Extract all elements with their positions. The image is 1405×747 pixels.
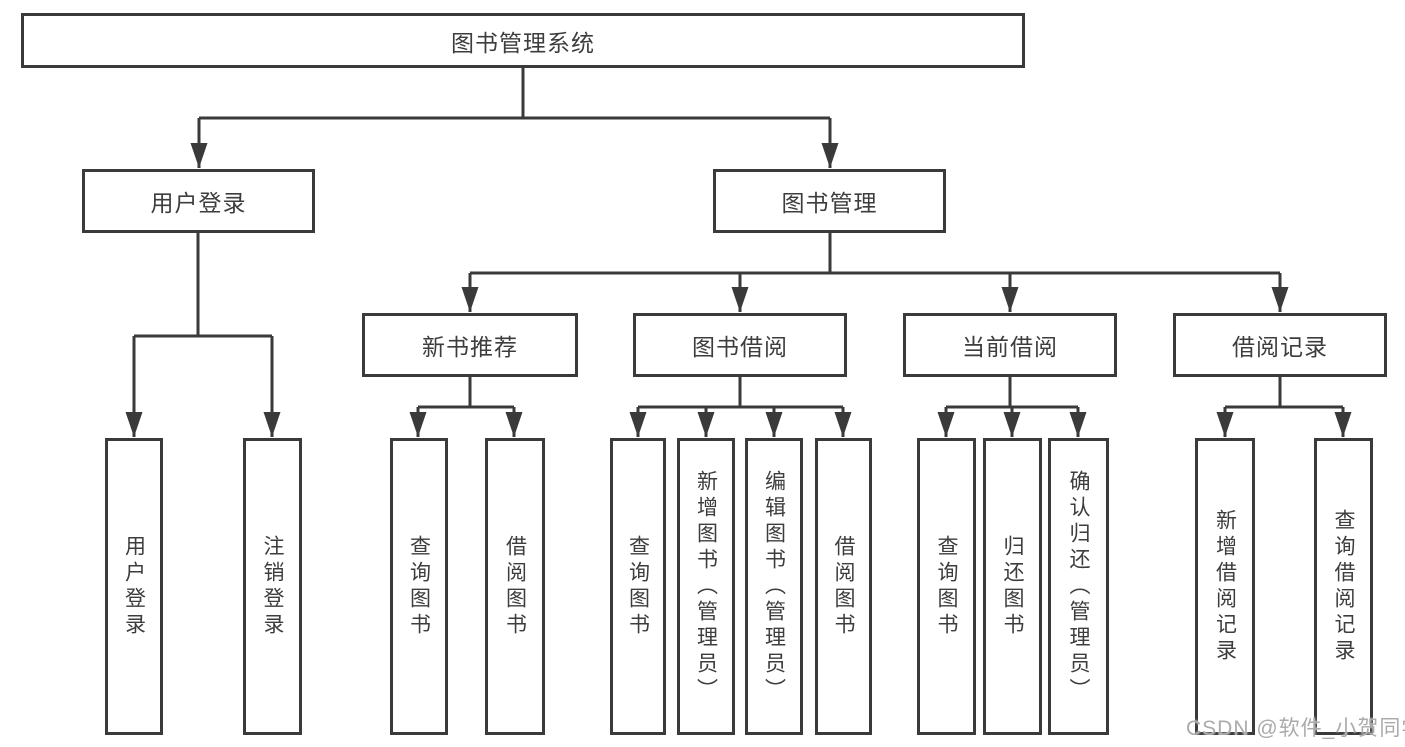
leaf-borrow-books-recommend: 借阅图书 xyxy=(485,438,545,735)
node-book-management: 图书管理 xyxy=(713,169,946,233)
leaf-label: 查询图书 xyxy=(935,534,958,639)
leaf-edit-book-admin: 编辑图书（管理员） xyxy=(745,438,803,735)
leaf-label: 查询借阅记录 xyxy=(1332,508,1355,665)
leaf-query-borrow-record: 查询借阅记录 xyxy=(1314,438,1373,735)
node-user-login: 用户登录 xyxy=(82,169,315,233)
leaf-add-borrow-record: 新增借阅记录 xyxy=(1195,438,1255,735)
node-current-borrowing: 当前借阅 xyxy=(903,313,1117,377)
arrow-lines xyxy=(125,118,1352,437)
node-label: 借阅记录 xyxy=(1232,334,1328,360)
leaf-return-books: 归还图书 xyxy=(983,438,1042,735)
leaf-add-book-admin: 新增图书（管理员） xyxy=(677,438,735,735)
node-label: 图书借阅 xyxy=(692,334,788,360)
node-label: 当前借阅 xyxy=(962,334,1058,360)
leaf-query-books-borrowing: 查询图书 xyxy=(610,438,666,735)
leaf-confirm-return-admin: 确认归还（管理员） xyxy=(1048,438,1109,735)
leaf-label: 注销登录 xyxy=(261,534,284,639)
node-book-borrowing: 图书借阅 xyxy=(633,313,847,377)
leaf-label: 借阅图书 xyxy=(503,534,527,639)
node-new-book-recommend: 新书推荐 xyxy=(362,313,578,377)
node-library-management-system: 图书管理系统 xyxy=(21,13,1025,68)
leaf-label: 查询图书 xyxy=(626,534,650,639)
leaf-query-books-current: 查询图书 xyxy=(917,438,976,735)
trunk-lines xyxy=(134,68,1343,409)
leaf-label: 编辑图书（管理员） xyxy=(762,469,786,704)
leaf-query-books-recommend: 查询图书 xyxy=(390,438,448,735)
leaf-label: 用户登录 xyxy=(122,534,146,639)
node-label: 新书推荐 xyxy=(422,334,518,360)
leaf-label: 新增图书（管理员） xyxy=(694,469,718,704)
node-borrowing-records: 借阅记录 xyxy=(1173,313,1387,377)
leaf-label: 查询图书 xyxy=(407,534,431,639)
leaf-label: 借阅图书 xyxy=(832,534,855,639)
leaf-borrow-books-borrowing: 借阅图书 xyxy=(815,438,872,735)
leaf-user-login: 用户登录 xyxy=(105,438,163,735)
node-label: 图书管理 xyxy=(781,190,878,216)
leaf-label: 归还图书 xyxy=(1001,534,1024,639)
node-label: 用户登录 xyxy=(150,190,247,216)
leaf-logout: 注销登录 xyxy=(243,438,302,735)
csdn-watermark: CSDN @软件_小贺同学 xyxy=(1186,717,1405,740)
leaf-label: 确认归还（管理员） xyxy=(1067,469,1090,704)
leaf-label: 新增借阅记录 xyxy=(1213,508,1237,665)
node-label: 图书管理系统 xyxy=(451,29,595,56)
